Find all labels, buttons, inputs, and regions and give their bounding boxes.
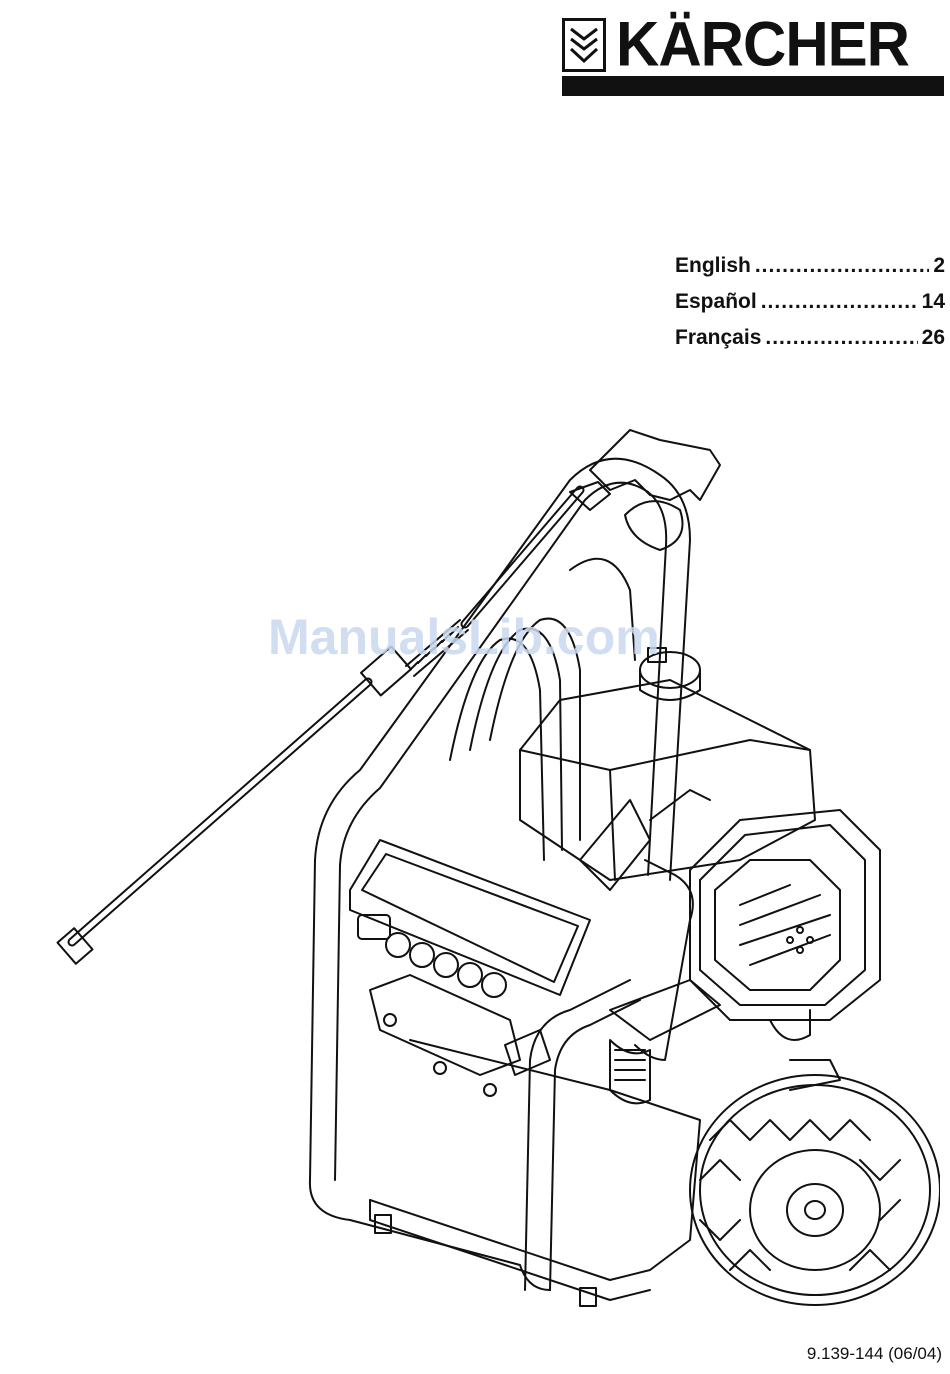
pressure-washer-illustration — [50, 420, 940, 1330]
toc-row-espanol[interactable]: Español 14 — [675, 284, 945, 320]
toc-label: English — [675, 248, 751, 284]
toc-row-english[interactable]: English 2 — [675, 248, 945, 284]
toc-leader-dots — [755, 248, 929, 284]
brand-bar — [562, 76, 944, 96]
triple-chevron-logo-icon — [562, 18, 606, 72]
toc-leader-dots — [761, 284, 918, 320]
pump-manifold — [370, 975, 720, 1096]
hose-hook — [590, 430, 720, 550]
toc-page-number: 14 — [922, 284, 945, 320]
wheel — [690, 1075, 940, 1305]
document-number: 9.139-144 (06/04) — [807, 1344, 942, 1364]
toc-label: Français — [675, 320, 761, 356]
toc-label: Español — [675, 284, 757, 320]
brand-name: KÄRCHER — [616, 8, 909, 82]
spray-lance — [58, 482, 610, 964]
toc-page-number: 2 — [933, 248, 945, 284]
language-index: English 2 Español 14 Français 26 — [675, 248, 945, 356]
toc-leader-dots — [765, 320, 917, 356]
toc-row-francais[interactable]: Français 26 — [675, 320, 945, 356]
brand-logo: KÄRCHER — [562, 14, 944, 98]
watermark-text: ManualsLib.com — [268, 608, 660, 666]
engine — [520, 648, 815, 890]
control-panel — [350, 840, 590, 997]
base-frame — [370, 1040, 840, 1306]
toc-page-number: 26 — [922, 320, 945, 356]
